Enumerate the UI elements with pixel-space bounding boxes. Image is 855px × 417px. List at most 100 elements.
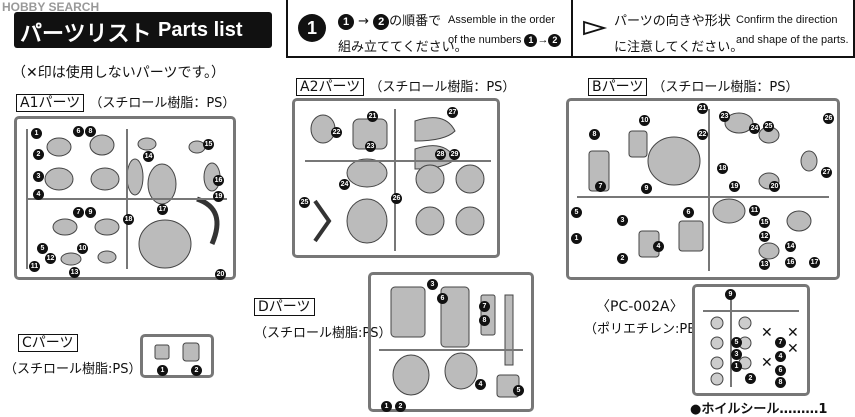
order-2-small-icon: 2 xyxy=(548,34,562,47)
direction-en-line1: Confirm the direction xyxy=(736,14,838,26)
pc-part-4: 4 xyxy=(775,351,786,362)
b-part-1: 1 xyxy=(571,233,582,244)
a1-part-18: 18 xyxy=(123,214,134,225)
b-parts-drawing xyxy=(577,109,829,271)
b-header: Bパーツ （スチロール樹脂：PS） xyxy=(588,76,799,96)
b-part-15: 15 xyxy=(759,217,770,228)
d-parts-drawing xyxy=(379,286,523,398)
c-runner: 1 2 xyxy=(140,334,214,378)
unused-x-mark-icon: ✕ xyxy=(787,325,799,341)
a2-part-29: 29 xyxy=(449,149,460,160)
b-part-27: 27 xyxy=(821,167,832,178)
a1-part-17: 17 xyxy=(157,204,168,215)
d-part-6: 6 xyxy=(437,293,448,304)
unused-x-mark-icon: ✕ xyxy=(761,325,773,341)
a2-part-21: 21 xyxy=(367,111,378,122)
b-part-21: 21 xyxy=(697,103,708,114)
pc-label: 〈PC-002A〉 xyxy=(596,299,684,315)
unused-note: （✕印は使用しないパーツです。） xyxy=(12,65,226,81)
b-part-24: 24 xyxy=(749,123,760,134)
unused-x-mark-icon: ✕ xyxy=(761,355,773,371)
b-part-3: 3 xyxy=(617,215,628,226)
pc-runner: 9 5 3 1 2 7 4 6 8 ✕ ✕ ✕ ✕ xyxy=(692,284,810,396)
c-header: Cパーツ xyxy=(18,332,78,352)
b-part-5: 5 xyxy=(571,207,582,218)
pc-part-6: 6 xyxy=(775,365,786,376)
direction-en-line2: and shape of the parts. xyxy=(736,34,849,46)
c-part-2: 2 xyxy=(191,365,202,376)
b-part-8: 8 xyxy=(589,129,600,140)
d-part-3: 3 xyxy=(427,279,438,290)
d-part-5: 5 xyxy=(513,385,524,396)
order-en-line1: Assemble in the order xyxy=(448,14,555,26)
unused-x-mark-icon: ✕ xyxy=(787,341,799,357)
pc-part-8: 8 xyxy=(775,377,786,388)
pc-part-2: 2 xyxy=(745,373,756,384)
order-en-line2: of the numbers 1→2 xyxy=(448,34,562,47)
a2-part-22: 22 xyxy=(331,127,342,138)
a2-header: A2パーツ （スチロール樹脂：PS） xyxy=(296,76,515,96)
a2-part-27: 27 xyxy=(447,107,458,118)
a1-runner: 1 6 8 2 3 4 7 9 5 10 11 12 13 14 15 16 1… xyxy=(14,116,236,280)
a1-part-1: 1 xyxy=(31,128,42,139)
b-part-13: 13 xyxy=(759,259,770,270)
b-part-2: 2 xyxy=(617,253,628,264)
b-part-12: 12 xyxy=(759,231,770,242)
b-runner: 1 2 3 4 5 6 7 8 9 10 11 12 13 14 15 16 1… xyxy=(566,98,840,280)
a2-label: A2パーツ xyxy=(296,78,365,96)
direction-jp-line1: パーツの向きや形状 xyxy=(614,14,731,29)
a1-label: A1パーツ xyxy=(16,94,85,112)
a1-part-12: 12 xyxy=(45,253,56,264)
a1-part-6: 6 xyxy=(73,126,84,137)
a1-part-3: 3 xyxy=(33,171,44,182)
a1-part-19: 19 xyxy=(213,191,224,202)
d-runner: 1 2 3 4 5 6 7 8 xyxy=(368,272,534,412)
a1-header: A1パーツ （スチロール樹脂：PS） xyxy=(16,92,235,112)
instruction-divider xyxy=(571,0,573,56)
d-part-2: 2 xyxy=(395,401,406,412)
c-parts-drawing xyxy=(154,342,200,362)
title-jp: パーツリスト xyxy=(20,22,152,47)
a1-part-5: 5 xyxy=(37,243,48,254)
b-part-20: 20 xyxy=(769,181,780,192)
b-part-26: 26 xyxy=(823,113,834,124)
pc-part-9: 9 xyxy=(725,289,736,300)
d-part-4: 4 xyxy=(475,379,486,390)
b-part-10: 10 xyxy=(639,115,650,126)
direction-arrow-icon xyxy=(583,20,608,36)
foil-sticker-count: ●ホイルシール………1 xyxy=(690,402,828,417)
a1-part-13: 13 xyxy=(69,267,80,278)
a2-part-24: 24 xyxy=(339,179,350,190)
order-1-icon: 1 xyxy=(338,14,354,30)
a2-part-25: 25 xyxy=(299,197,310,208)
b-part-4: 4 xyxy=(653,241,664,252)
b-material: （スチロール樹脂：PS） xyxy=(652,80,799,95)
c-material: （スチロール樹脂:PS） xyxy=(4,362,142,377)
a2-parts-drawing xyxy=(305,109,491,251)
a1-part-8: 8 xyxy=(85,126,96,137)
pc-part-5: 5 xyxy=(731,337,742,348)
watermark: HOBBY SEARCH xyxy=(2,0,100,14)
a1-part-9: 9 xyxy=(85,207,96,218)
b-part-18: 18 xyxy=(717,163,728,174)
a1-part-14: 14 xyxy=(143,151,154,162)
a1-part-10: 10 xyxy=(77,243,88,254)
b-part-22: 22 xyxy=(697,129,708,140)
b-part-14: 14 xyxy=(785,241,796,252)
d-part-7: 7 xyxy=(479,301,490,312)
b-part-19: 19 xyxy=(729,181,740,192)
a1-part-4: 4 xyxy=(33,189,44,200)
a1-part-16: 16 xyxy=(213,175,224,186)
b-part-9: 9 xyxy=(641,183,652,194)
order-1-small-icon: 1 xyxy=(524,34,538,47)
pc-material: （ポリエチレン:PE） xyxy=(584,322,709,337)
title-en: Parts list xyxy=(158,19,243,41)
b-part-17: 17 xyxy=(809,257,820,268)
a1-part-20: 20 xyxy=(215,269,226,280)
b-label: Bパーツ xyxy=(588,78,648,96)
a1-part-15: 15 xyxy=(203,139,214,150)
pc-part-3: 3 xyxy=(731,349,742,360)
a2-part-23: 23 xyxy=(365,141,376,152)
